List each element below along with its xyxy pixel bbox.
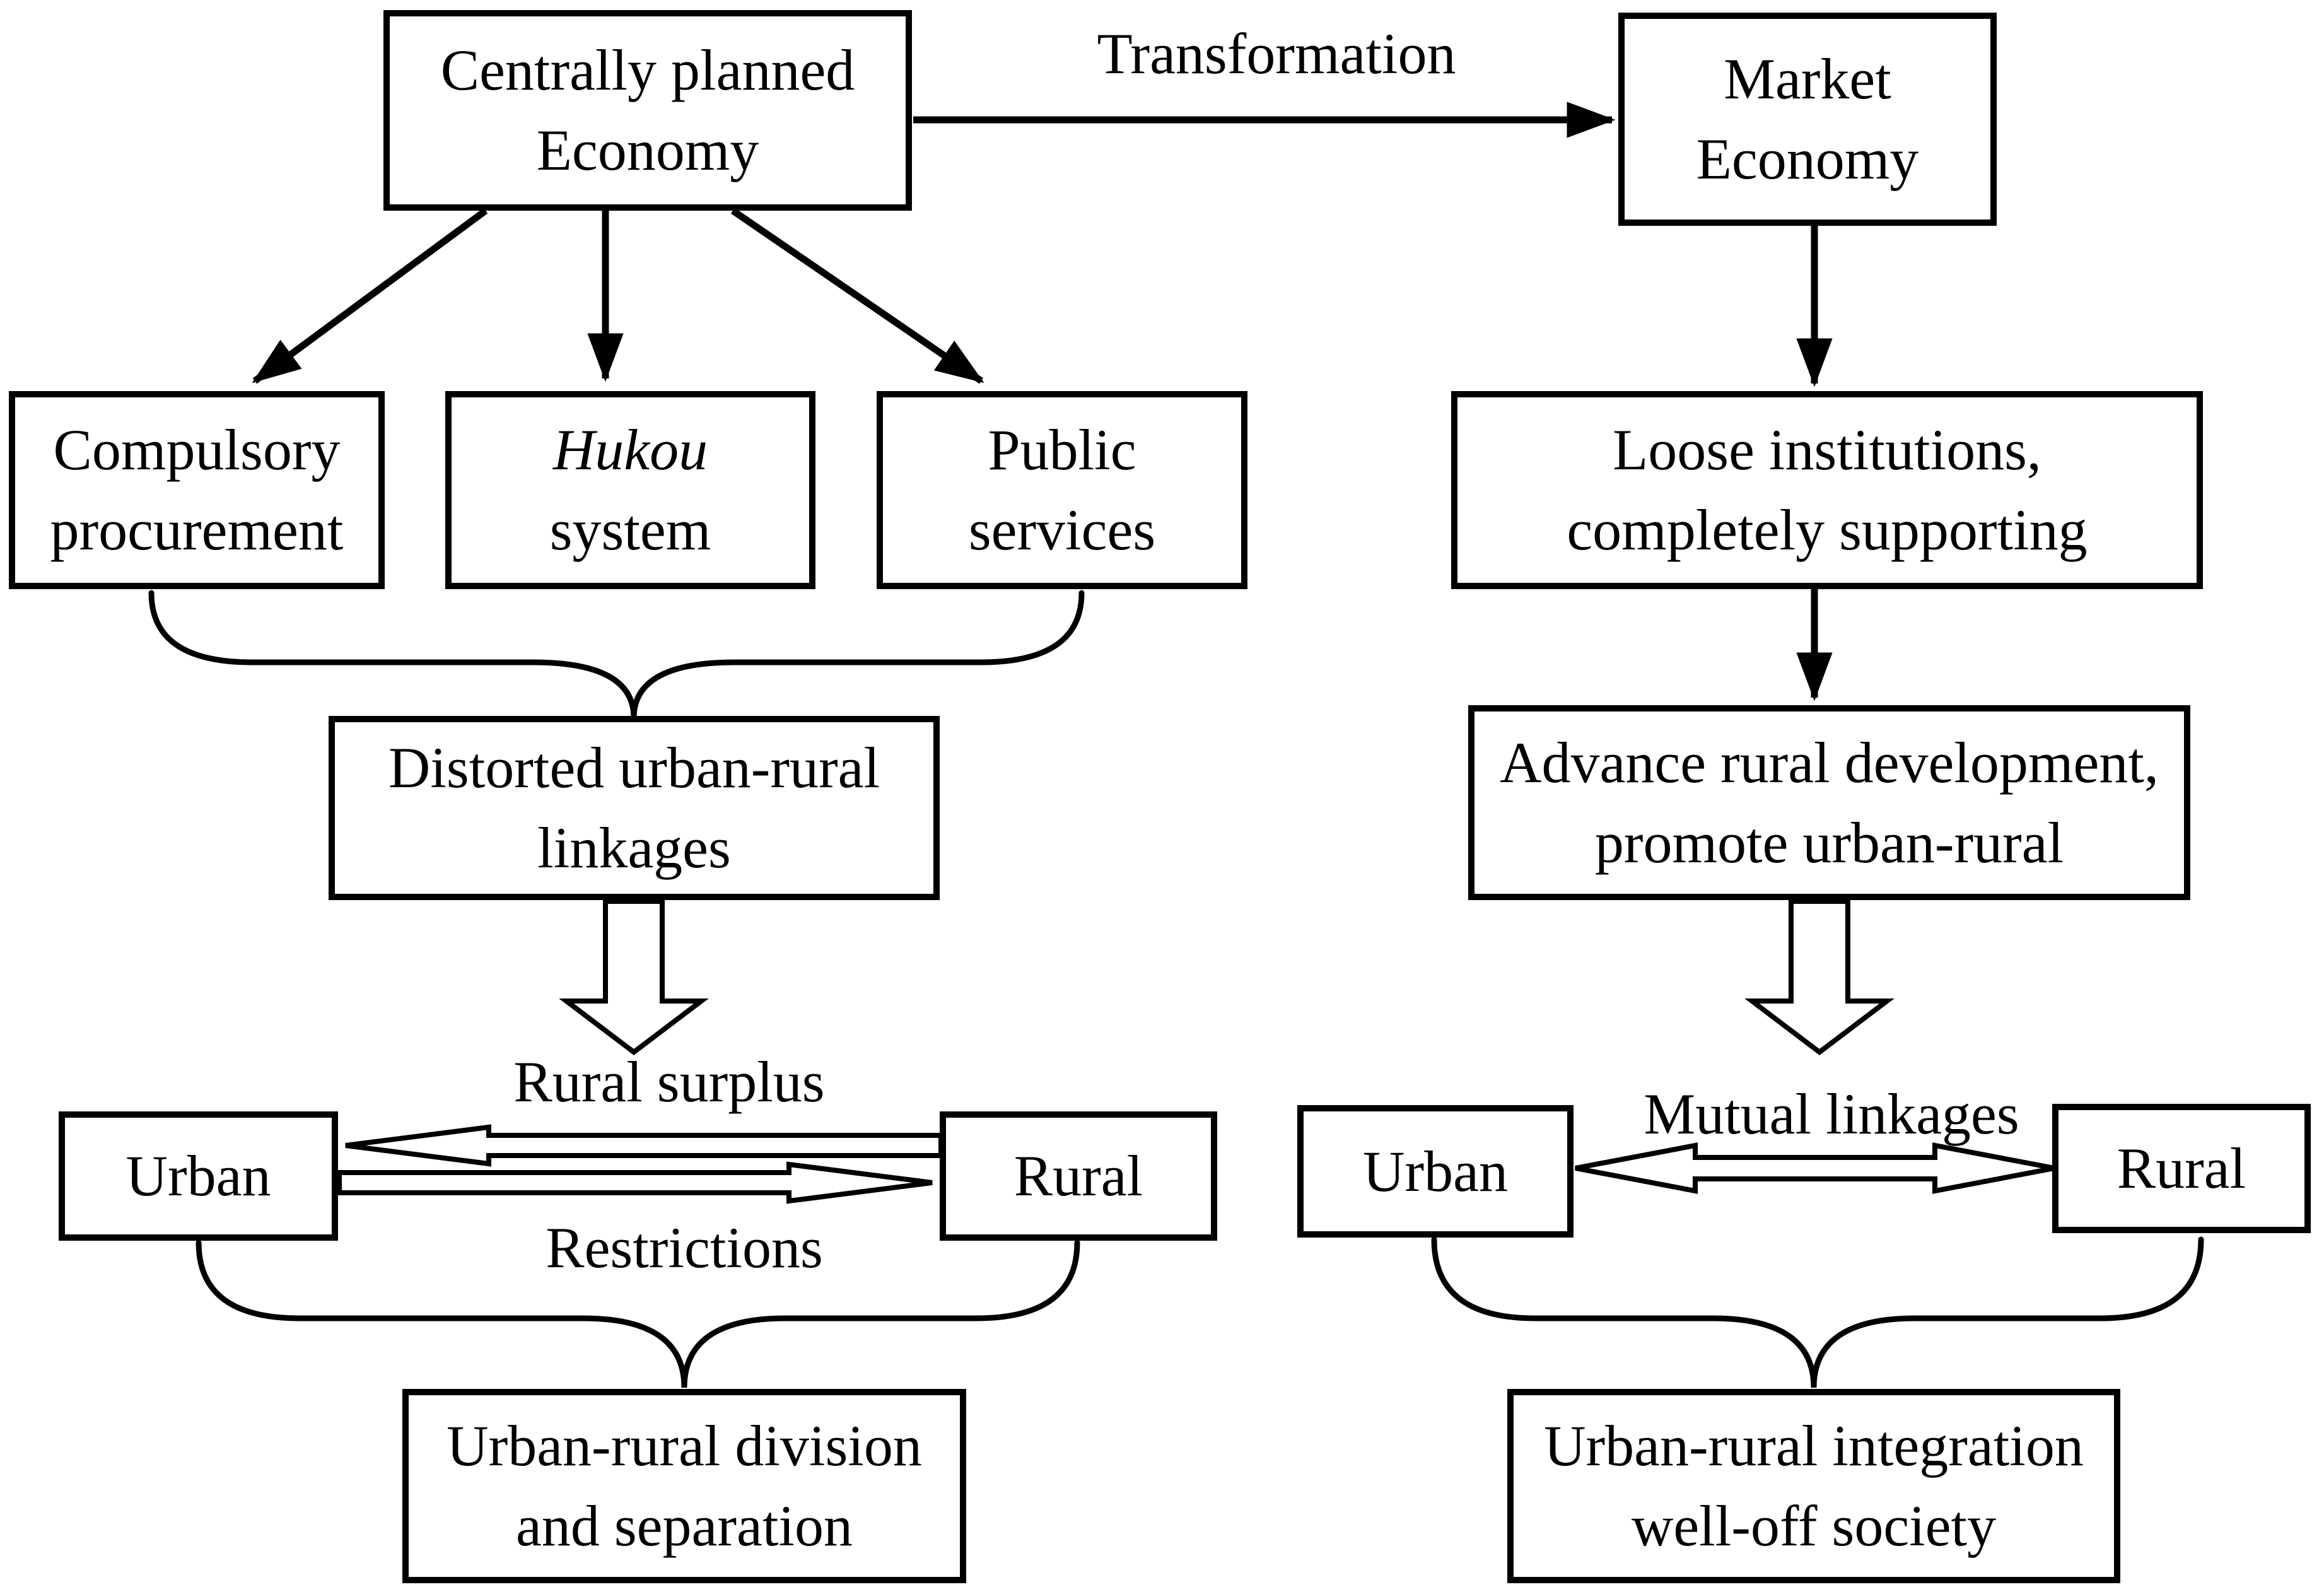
node-text-line: Rural	[1013, 1144, 1143, 1209]
label-restrictions: Restrictions	[546, 1215, 823, 1280]
node-text-line: Compulsory	[53, 418, 341, 483]
node-market-economy: Market Economy	[1618, 13, 1997, 226]
node-text-line: Centrally planned	[440, 38, 855, 103]
node-text-line: procurement	[50, 498, 344, 562]
node-text-line: services	[968, 498, 1156, 562]
node-text-line: and separation	[516, 1494, 853, 1558]
node-public-services: Public services	[877, 391, 1247, 589]
arrow-cpe-to-compulsory	[252, 208, 488, 384]
node-text-line: completely supporting	[1567, 498, 2088, 562]
node-text-line: Urban	[126, 1144, 271, 1209]
node-text-line: Loose institutions,	[1613, 418, 2041, 483]
node-urban-rural-integration: Urban-rural integration well-off society	[1507, 1389, 2120, 1583]
node-text-line: promote urban-rural	[1594, 810, 2064, 875]
node-rural-right: Rural	[2052, 1104, 2311, 1233]
node-distorted-linkages: Distorted urban-rural linkages	[329, 716, 940, 900]
node-text-line: Distorted urban-rural	[388, 735, 880, 800]
hollow-arrow-rural-to-urban	[345, 1124, 943, 1167]
node-loose-institutions: Loose institutions, completely supportin…	[1451, 391, 2203, 589]
hollow-arrow-urban-to-rural	[337, 1161, 933, 1204]
node-advance-rural-development: Advance rural development, promote urban…	[1468, 705, 2190, 900]
node-text-line: Urban-rural integration	[1544, 1414, 2084, 1479]
node-text-line: well-off society	[1631, 1494, 1997, 1558]
brace-urban-rural-to-integration	[1431, 1236, 2204, 1388]
node-hukou-system: Hukou system	[445, 391, 815, 589]
block-arrow-distorted-down	[559, 899, 709, 1056]
node-text-line: Hukou	[552, 418, 708, 483]
node-text-line: Advance rural development,	[1500, 730, 2159, 795]
node-text-line: Market	[1724, 47, 1891, 112]
arrow-cpe-to-public	[730, 208, 984, 384]
node-compulsory-procurement: Compulsory procurement	[9, 391, 385, 589]
brace-three-causes-to-distorted	[148, 590, 1085, 718]
block-arrow-advance-down	[1744, 899, 1895, 1056]
label-mutual-linkages: Mutual linkages	[1644, 1082, 2019, 1146]
brace-urban-rural-to-division	[196, 1239, 1080, 1388]
node-urban-right: Urban	[1297, 1105, 1574, 1238]
node-rural-left: Rural	[940, 1111, 1217, 1241]
node-text-line: system	[549, 498, 711, 562]
node-text-line: Urban	[1363, 1139, 1508, 1203]
node-text-line: Rural	[2117, 1136, 2246, 1201]
node-centrally-planned-economy: Centrally planned Economy	[383, 10, 912, 211]
node-text-line: Public	[988, 418, 1136, 483]
node-text-line: linkages	[537, 816, 731, 880]
node-text-line: Economy	[536, 118, 759, 182]
node-text-line: Urban-rural division	[447, 1414, 922, 1479]
label-transformation: Transformation	[1097, 21, 1456, 86]
label-rural-surplus: Rural surplus	[513, 1050, 825, 1114]
node-urban-left: Urban	[59, 1111, 338, 1241]
node-text-line: Economy	[1696, 127, 1919, 191]
node-urban-rural-division: Urban-rural division and separation	[402, 1389, 966, 1583]
